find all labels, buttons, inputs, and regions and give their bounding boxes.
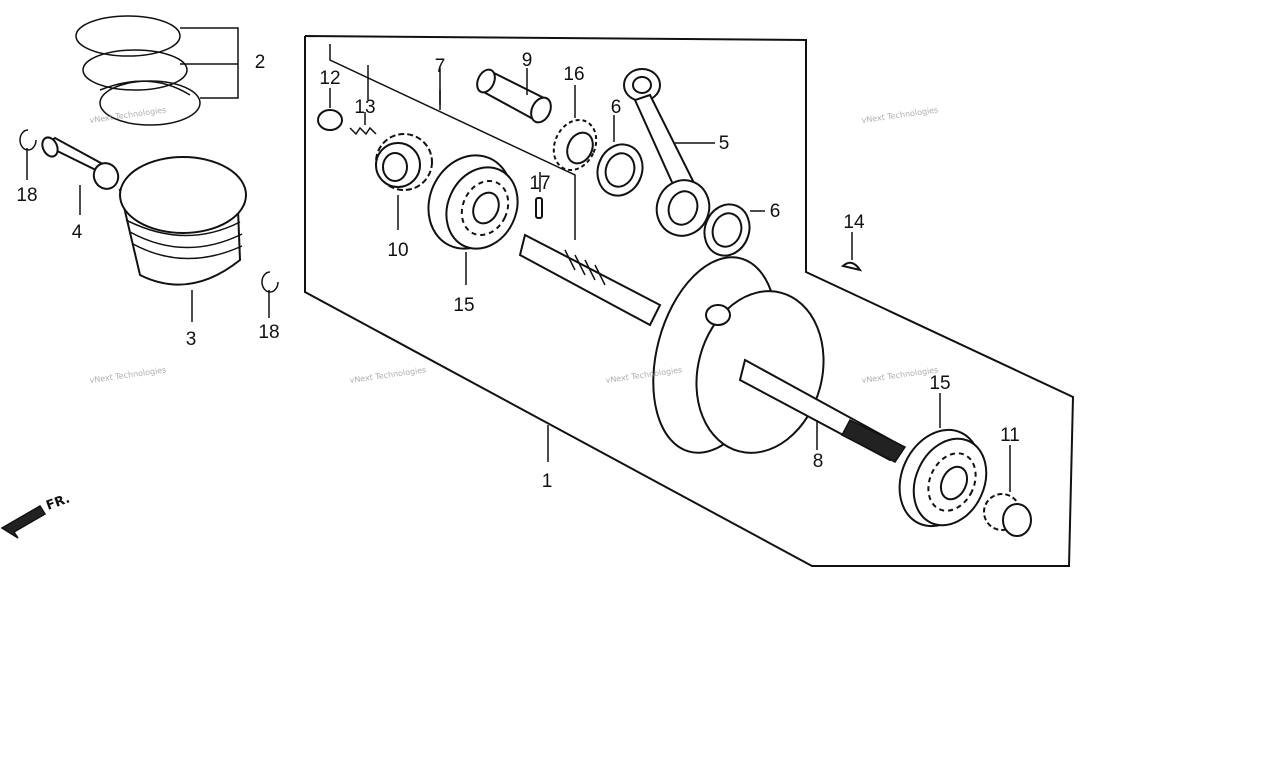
callout-12: 12 xyxy=(319,68,340,89)
callout-6a: 6 xyxy=(611,97,622,118)
thrust-washer-lower xyxy=(703,203,765,257)
crank-pin xyxy=(476,68,552,124)
front-direction-label: FR. xyxy=(44,491,72,513)
callout-6b: 6 xyxy=(770,201,781,222)
bracket-12-13 xyxy=(329,44,576,240)
bearing-right xyxy=(898,393,988,528)
cap xyxy=(317,88,343,131)
callout-11: 11 xyxy=(1000,425,1020,446)
callout-16: 16 xyxy=(563,64,584,85)
callout-4: 4 xyxy=(72,222,83,243)
piston-pin-clip-right xyxy=(261,271,279,293)
callout-17: 17 xyxy=(529,173,550,194)
drive-sprocket xyxy=(983,445,1032,537)
watermark: vNext Technologies xyxy=(89,365,167,385)
front-direction-arrow: FR. xyxy=(0,491,72,539)
thrust-washer-upper xyxy=(596,115,644,197)
callout-15a: 15 xyxy=(453,295,474,316)
timing-gear xyxy=(375,133,433,230)
callout-14: 14 xyxy=(843,212,865,233)
callout-18a: 18 xyxy=(16,185,37,206)
crankshaft xyxy=(518,233,907,463)
callout-1: 1 xyxy=(542,471,553,492)
callout-3: 3 xyxy=(186,329,197,350)
callout-8: 8 xyxy=(813,451,824,472)
bearing-left xyxy=(427,154,519,285)
callout-10: 10 xyxy=(387,240,408,261)
watermark: vNext Technologies xyxy=(349,365,427,385)
callout-2: 2 xyxy=(255,52,266,73)
watermark: vNext Technologies xyxy=(861,105,939,125)
callout-18b: 18 xyxy=(258,322,279,343)
callout-15b: 15 xyxy=(929,373,950,394)
woodruff-key xyxy=(840,232,863,272)
callout-9: 9 xyxy=(522,50,533,71)
piston-rings xyxy=(75,15,239,126)
piston-pin-clip-left xyxy=(19,129,37,151)
callout-7: 7 xyxy=(435,56,446,77)
key-pin xyxy=(535,172,543,219)
callout-5: 5 xyxy=(719,133,730,154)
piston xyxy=(118,156,247,322)
watermark: vNext Technologies xyxy=(861,365,939,385)
spring xyxy=(349,112,377,136)
piston-pin xyxy=(41,136,120,215)
callout-13: 13 xyxy=(354,97,375,118)
needle-bearing xyxy=(552,85,598,172)
connecting-rod xyxy=(623,68,715,237)
assembly-outline xyxy=(304,35,1075,567)
